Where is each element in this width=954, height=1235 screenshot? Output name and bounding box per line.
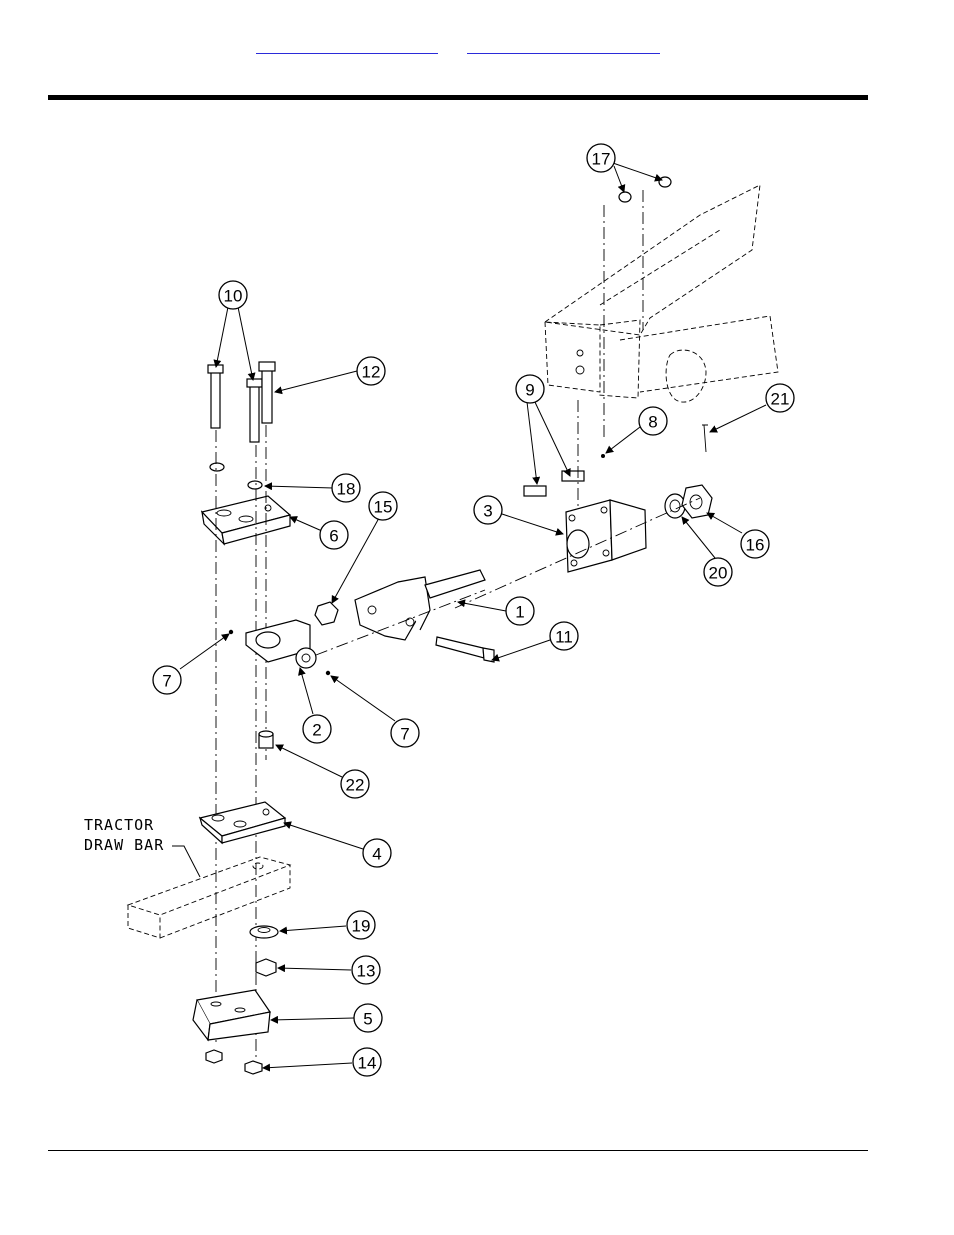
svg-text:14: 14 xyxy=(358,1054,377,1073)
callout-4: 4 xyxy=(363,839,391,867)
footer-rule xyxy=(48,1150,868,1151)
svg-text:4: 4 xyxy=(372,845,381,864)
part-11-pin xyxy=(436,637,494,662)
callout-17: 17 xyxy=(587,144,615,172)
svg-text:11: 11 xyxy=(555,628,573,647)
svg-text:6: 6 xyxy=(329,527,338,546)
part-5-bracket xyxy=(193,990,270,1040)
callout-5: 5 xyxy=(354,1004,382,1032)
svg-text:10: 10 xyxy=(224,287,243,306)
callout-18: 18 xyxy=(332,474,360,502)
part-14-nut-left xyxy=(206,1050,222,1063)
svg-text:21: 21 xyxy=(771,390,790,409)
svg-text:17: 17 xyxy=(592,150,611,169)
callout-8: 8 xyxy=(639,407,667,435)
callout-16: 16 xyxy=(741,530,769,558)
implement-frame xyxy=(545,185,778,402)
callout-7-right: 7 xyxy=(391,719,419,747)
svg-text:15: 15 xyxy=(374,498,393,517)
svg-text:16: 16 xyxy=(746,536,765,555)
part-21-cotter-pin xyxy=(702,425,708,452)
part-8-fitting xyxy=(601,454,605,458)
svg-text:5: 5 xyxy=(363,1010,372,1029)
svg-text:12: 12 xyxy=(362,363,381,382)
callout-12: 12 xyxy=(357,357,385,385)
part-7-fitting-left xyxy=(229,630,233,634)
draw-bar-label-line1: TRACTOR xyxy=(84,816,154,834)
part-18-washer xyxy=(248,481,262,489)
part-19-washer xyxy=(250,926,278,938)
part-2-pivot xyxy=(246,620,316,668)
callout-19: 19 xyxy=(347,911,375,939)
part-10-12-bolts xyxy=(208,362,275,442)
svg-text:2: 2 xyxy=(312,721,321,740)
svg-text:9: 9 xyxy=(525,381,534,400)
part-9-bolts xyxy=(524,400,584,525)
callout-3: 3 xyxy=(474,496,502,524)
callout-22: 22 xyxy=(341,770,369,798)
part-1-clevis xyxy=(355,570,485,640)
callout-14: 14 xyxy=(353,1048,381,1076)
callout-10: 10 xyxy=(219,281,247,309)
callout-9: 9 xyxy=(516,375,544,403)
callout-13: 13 xyxy=(352,956,380,984)
callout-1: 1 xyxy=(506,597,534,625)
svg-text:13: 13 xyxy=(357,962,376,981)
draw-bar-leader xyxy=(172,846,200,877)
svg-text:8: 8 xyxy=(648,413,657,432)
part-13-nut xyxy=(256,959,276,976)
svg-text:22: 22 xyxy=(346,776,365,795)
svg-text:7: 7 xyxy=(400,725,409,744)
svg-text:18: 18 xyxy=(337,480,356,499)
callout-21: 21 xyxy=(766,384,794,412)
svg-text:3: 3 xyxy=(483,502,492,521)
part-4-plate xyxy=(200,802,285,843)
callout-7-left: 7 xyxy=(153,666,181,694)
part-7-fitting-right xyxy=(326,671,330,675)
callout-6: 6 xyxy=(320,521,348,549)
svg-text:1: 1 xyxy=(515,603,524,622)
washer-left xyxy=(210,463,224,471)
part-17-nuts xyxy=(604,177,671,440)
part-15-nut xyxy=(315,602,338,625)
part-6-plate xyxy=(202,496,290,544)
svg-text:7: 7 xyxy=(162,672,171,691)
callout-11: 11 xyxy=(550,622,578,650)
part-22-bushing xyxy=(259,731,273,748)
callout-2: 2 xyxy=(303,715,331,743)
svg-text:20: 20 xyxy=(709,564,728,583)
part-3-housing xyxy=(566,500,646,572)
draw-bar-label-line2: DRAW BAR xyxy=(84,836,164,854)
callout-20: 20 xyxy=(704,558,732,586)
callout-15: 15 xyxy=(369,492,397,520)
svg-text:19: 19 xyxy=(352,917,371,936)
part-14-nut-right xyxy=(245,1061,262,1074)
